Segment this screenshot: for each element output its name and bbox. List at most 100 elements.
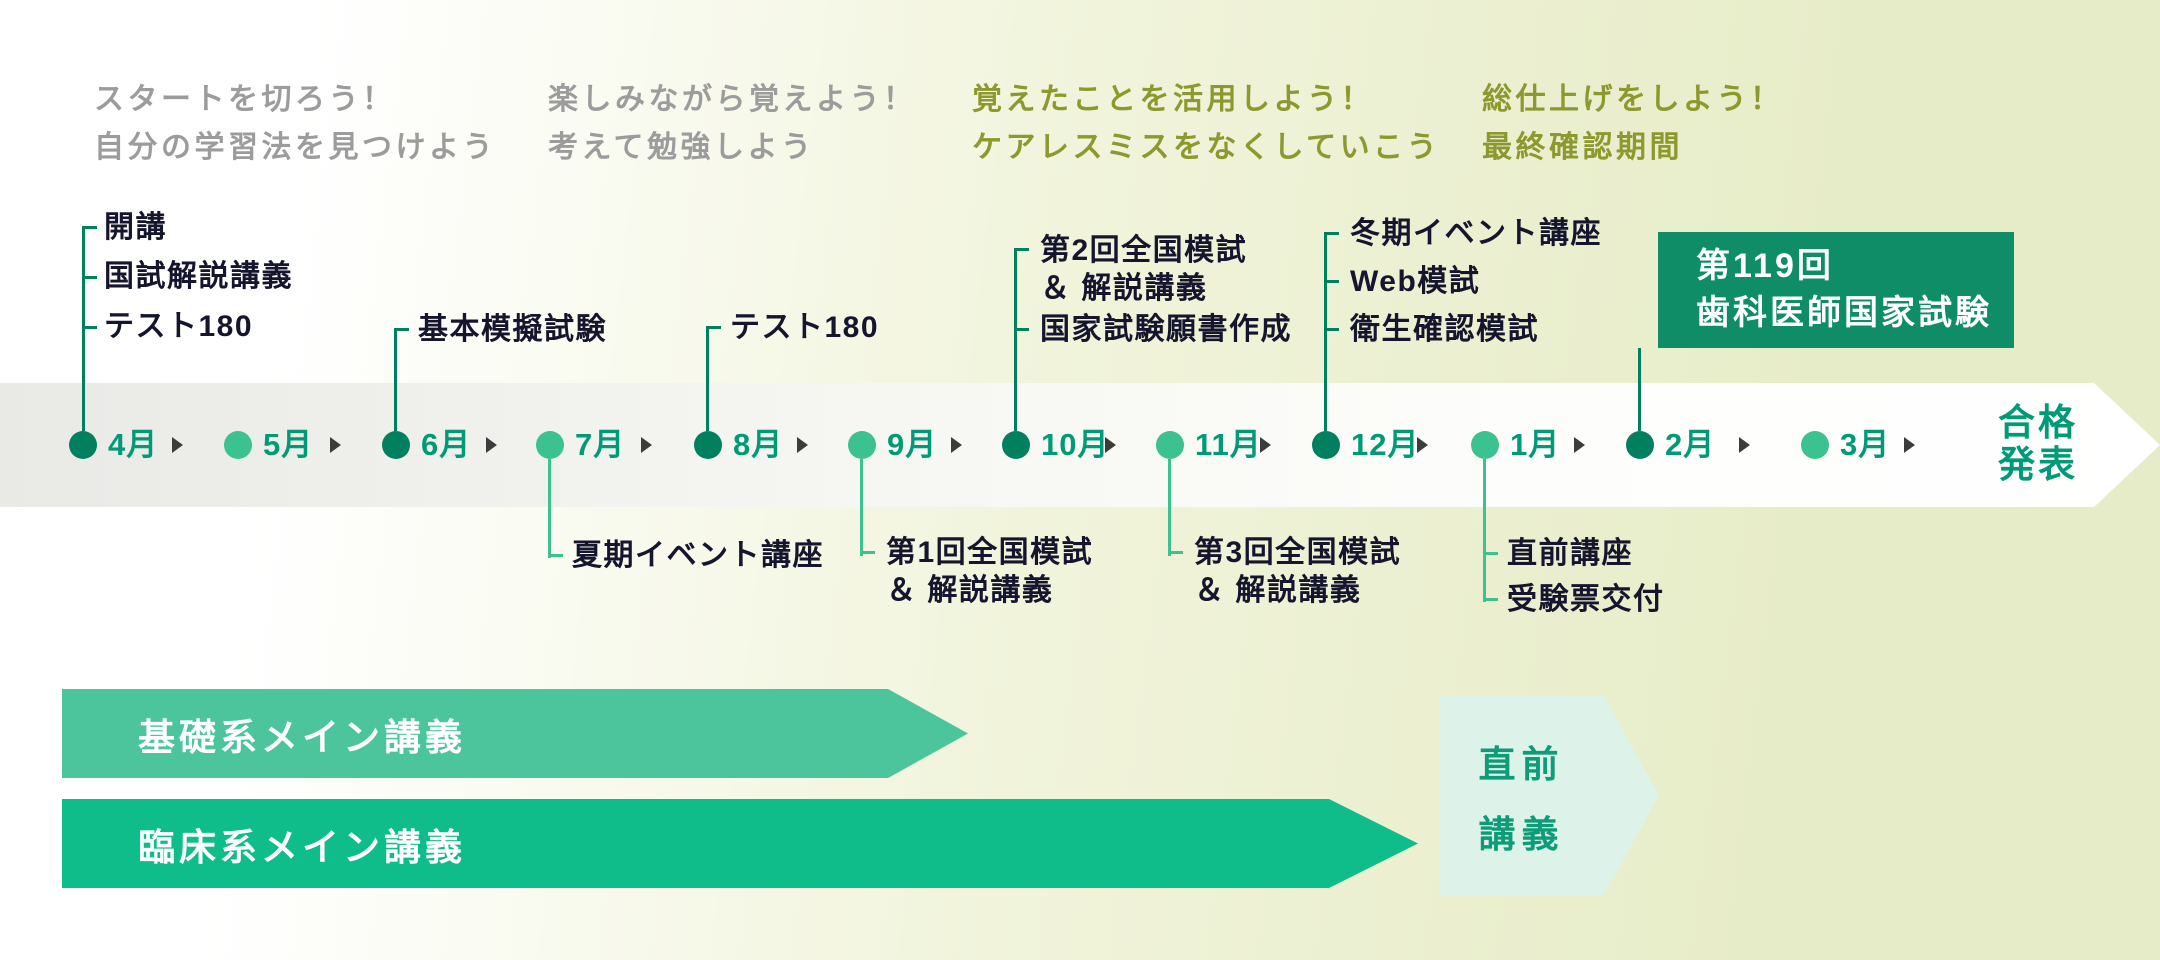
arrow-separator-icon bbox=[641, 437, 652, 453]
event-label: 開講 bbox=[104, 211, 167, 244]
phase-line: 楽しみながら覚えよう！ bbox=[548, 83, 917, 116]
bar-label: 基礎系メイン講義 bbox=[138, 716, 466, 758]
connector-tick bbox=[82, 326, 97, 329]
bar-label: 臨床系メイン講義 bbox=[138, 826, 466, 868]
phase-line: 覚えたことを活用しよう！ bbox=[972, 83, 1374, 116]
event-label: ＆ 解説講義 bbox=[1194, 574, 1362, 607]
month-label: 3月 bbox=[1840, 427, 1891, 462]
timeline-month-jul: 7月 bbox=[536, 429, 625, 460]
connector-tick bbox=[1014, 328, 1029, 331]
phase-line: ケアレスミスをなくしていこう bbox=[972, 131, 1441, 164]
event-label: 夏期イベント講座 bbox=[572, 539, 824, 572]
timeline-band bbox=[0, 383, 2160, 507]
month-label: 1月 bbox=[1510, 427, 1561, 462]
connector-tick bbox=[548, 554, 563, 557]
event-label: 受験票交付 bbox=[1507, 583, 1665, 616]
exam-box-line: 第119回 bbox=[1696, 247, 1834, 285]
month-dot bbox=[1471, 430, 1499, 459]
final-course-line: 講義 bbox=[1478, 813, 1565, 855]
connector-tick bbox=[860, 551, 875, 554]
event-label: 国試解説講義 bbox=[104, 260, 293, 293]
national-exam-box: 第119回 歯科医師国家試験 bbox=[1658, 232, 2014, 348]
connector-line bbox=[1168, 459, 1171, 556]
connector-tick bbox=[82, 276, 97, 279]
connector-tick bbox=[1324, 328, 1339, 331]
timeline-month-sep: 9月 bbox=[848, 429, 937, 460]
month-dot bbox=[1626, 430, 1654, 459]
basic-course-bar: 基礎系メイン講義 bbox=[62, 689, 968, 778]
month-label: 5月 bbox=[263, 427, 314, 462]
event-label: 第3回全国模試 bbox=[1194, 536, 1402, 569]
month-label: 10月 bbox=[1041, 427, 1110, 462]
goal-announcement: 合格 発表 bbox=[1998, 402, 2078, 486]
month-dot bbox=[382, 430, 410, 459]
month-dot bbox=[1312, 430, 1340, 459]
event-label: テスト180 bbox=[104, 310, 254, 343]
event-label: 冬期イベント講座 bbox=[1350, 217, 1602, 250]
connector-tick bbox=[1014, 248, 1029, 251]
timeline-month-aug: 8月 bbox=[694, 429, 783, 460]
connector-line bbox=[860, 459, 863, 556]
event-label: 衛生確認模試 bbox=[1350, 313, 1539, 346]
goal-line: 発表 bbox=[1998, 444, 2078, 485]
phase-header-1: スタートを切ろう！ 自分の学習法を見つけよう bbox=[94, 76, 496, 172]
connector-tick bbox=[1324, 280, 1339, 283]
timeline-month-jun: 6月 bbox=[382, 429, 471, 460]
connector-line bbox=[1014, 250, 1017, 431]
arrow-separator-icon bbox=[1904, 437, 1915, 453]
connector-line bbox=[1638, 348, 1641, 431]
month-label: 12月 bbox=[1351, 427, 1420, 462]
month-dot bbox=[69, 430, 97, 459]
month-label: 11月 bbox=[1195, 427, 1262, 462]
phase-line: 最終確認期間 bbox=[1482, 131, 1683, 164]
event-label: 第1回全国模試 bbox=[886, 536, 1094, 569]
connector-tick bbox=[1483, 552, 1498, 555]
event-label: 第2回全国模試 bbox=[1040, 234, 1248, 267]
timeline-month-dec: 12月 bbox=[1312, 429, 1419, 460]
phase-header-4: 総仕上げをしよう！ 最終確認期間 bbox=[1482, 76, 1784, 172]
arrow-separator-icon bbox=[1105, 437, 1116, 453]
exam-box-line: 歯科医師国家試験 bbox=[1696, 294, 1992, 332]
month-dot bbox=[1002, 430, 1030, 459]
event-label: Web模試 bbox=[1350, 265, 1481, 298]
month-dot bbox=[694, 430, 722, 459]
event-label: ＆ 解説講義 bbox=[1040, 272, 1208, 305]
timeline-month-oct: 10月 bbox=[1002, 429, 1109, 460]
event-label: 直前講座 bbox=[1507, 537, 1633, 570]
final-course-line: 直前 bbox=[1478, 743, 1565, 785]
phase-line: 総仕上げをしよう！ bbox=[1482, 83, 1784, 116]
connector-tick bbox=[1324, 232, 1339, 235]
final-course-block: 直前 講義 bbox=[1439, 696, 1659, 895]
arrow-separator-icon bbox=[1739, 437, 1750, 453]
connector-line bbox=[394, 330, 397, 431]
month-dot bbox=[1156, 430, 1184, 459]
month-label: 2月 bbox=[1665, 427, 1716, 462]
connector-tick bbox=[706, 326, 721, 329]
timeline-month-nov: 11月 bbox=[1156, 429, 1262, 460]
month-label: 8月 bbox=[733, 427, 784, 462]
month-dot bbox=[536, 430, 564, 459]
timeline-month-apr: 4月 bbox=[69, 429, 158, 460]
connector-tick bbox=[394, 328, 409, 331]
connector-line bbox=[1483, 459, 1486, 602]
event-label: 国家試験願書作成 bbox=[1040, 313, 1292, 346]
arrow-separator-icon bbox=[330, 437, 341, 453]
phase-header-3: 覚えたことを活用しよう！ ケアレスミスをなくしていこう bbox=[972, 76, 1440, 172]
phase-line: スタートを切ろう！ bbox=[94, 83, 396, 116]
goal-line: 合格 bbox=[1998, 402, 2078, 443]
timeline-month-mar: 3月 bbox=[1801, 429, 1890, 460]
arrow-separator-icon bbox=[1260, 437, 1271, 453]
arrow-separator-icon bbox=[486, 437, 497, 453]
clinical-course-bar: 臨床系メイン講義 bbox=[62, 799, 1418, 888]
phase-line: 考えて勉強しよう bbox=[548, 131, 815, 164]
month-dot bbox=[1801, 430, 1829, 459]
connector-line bbox=[548, 459, 551, 558]
timeline-month-jan: 1月 bbox=[1471, 429, 1560, 460]
month-dot bbox=[848, 430, 876, 459]
arrow-separator-icon bbox=[1417, 437, 1428, 453]
arrow-separator-icon bbox=[172, 437, 183, 453]
connector-line bbox=[706, 328, 709, 431]
month-label: 7月 bbox=[575, 427, 626, 462]
month-label: 9月 bbox=[887, 427, 938, 462]
event-label: テスト180 bbox=[730, 311, 880, 344]
